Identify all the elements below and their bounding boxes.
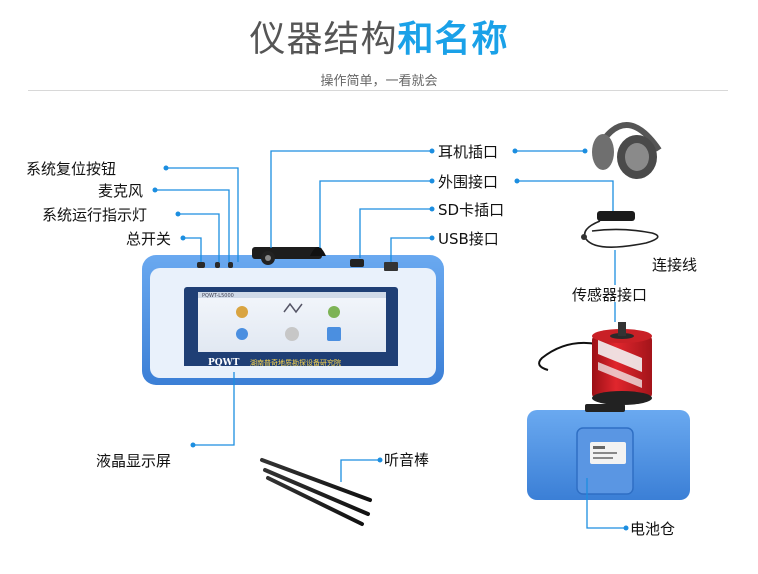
sensor (538, 322, 652, 405)
label-listening-rod: 听音棒 (384, 451, 430, 469)
brand-logo: PQWT (208, 358, 240, 368)
label-sd-slot: SD卡插口 (438, 201, 505, 219)
leader-lines (155, 150, 626, 529)
connection-cable (581, 211, 659, 248)
label-cable: 连接线 (652, 256, 698, 274)
brand-tagline: 湖南普奇地质勘探设备研究院 (250, 358, 341, 367)
label-run-indicator: 系统运行指示灯 (42, 206, 148, 224)
label-headphone-jack: 耳机插口 (438, 143, 499, 161)
listening-rods (260, 458, 372, 526)
unit-back (527, 404, 690, 500)
page-title: 仪器结构和名称 (0, 10, 758, 62)
label-sensor-port: 传感器接口 (572, 286, 648, 304)
label-microphone: 麦克风 (98, 182, 144, 200)
label-battery: 电池仓 (630, 520, 676, 538)
label-reset-button: 系统复位按钮 (26, 160, 117, 178)
label-peripheral-port: 外围接口 (438, 173, 499, 191)
screen-header: PQWT-L5000 (202, 293, 234, 299)
headphones (592, 122, 662, 179)
main-unit (142, 247, 444, 385)
label-power-switch: 总开关 (126, 230, 172, 248)
page-subtitle: 操作简单，一看就会 (320, 74, 438, 89)
label-usb-port: USB接口 (438, 230, 499, 248)
label-lcd: 液晶显示屏 (96, 452, 172, 470)
title-part1: 仪器结构 (249, 19, 398, 60)
title-part2: 和名称 (397, 19, 509, 60)
leader-dots (152, 148, 629, 531)
title-divider (28, 90, 728, 91)
